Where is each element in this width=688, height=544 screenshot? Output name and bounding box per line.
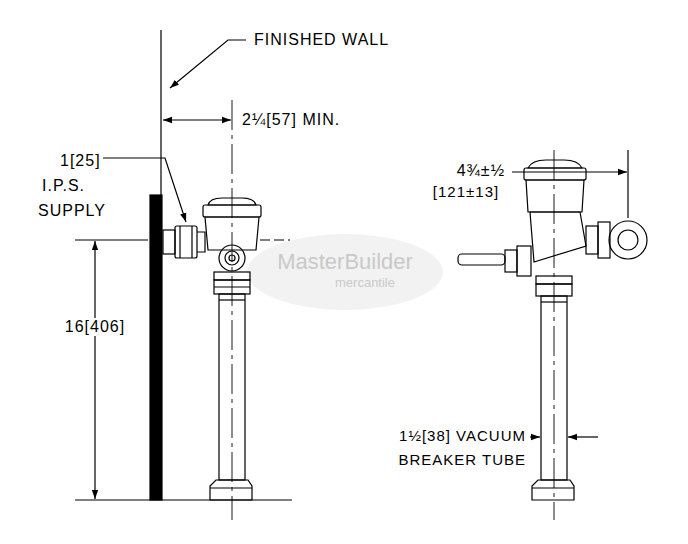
- dimension-line: [512, 171, 627, 172]
- callout-label: BREAKER TUBE: [396, 452, 528, 469]
- wall-leader: [170, 40, 246, 88]
- watermark-ellipse: [247, 234, 443, 310]
- size-label: 1[25]: [58, 152, 103, 170]
- watermark: MasterBuilder: [275, 250, 415, 274]
- wall-section: [150, 195, 162, 500]
- dimension-label: [121±13]: [431, 184, 501, 201]
- dimension-label: 1½[38] VACUUM: [397, 428, 528, 445]
- wall-line: [160, 30, 161, 195]
- dimension-label: 4¾±½: [455, 162, 507, 180]
- size-label: I.P.S.: [40, 177, 87, 195]
- supply-label: SUPPLY: [36, 202, 108, 220]
- dimension-line: [94, 241, 95, 499]
- leader-label: FINISHED WALL: [252, 31, 391, 49]
- dimension-arrow: [530, 436, 540, 437]
- dimension-label: 2¼[57] MIN.: [240, 111, 342, 129]
- dimension-line: [163, 119, 231, 120]
- extension-line: [75, 499, 292, 500]
- dimension-label: 16[406]: [63, 318, 127, 336]
- flush-valve-side: [163, 198, 290, 500]
- supply-leader: [98, 158, 186, 222]
- extension-line: [75, 239, 148, 240]
- center-line: [232, 100, 233, 520]
- watermark: mercantile: [333, 276, 397, 290]
- dimension-arrow: [568, 436, 598, 437]
- extension-line: [627, 150, 628, 218]
